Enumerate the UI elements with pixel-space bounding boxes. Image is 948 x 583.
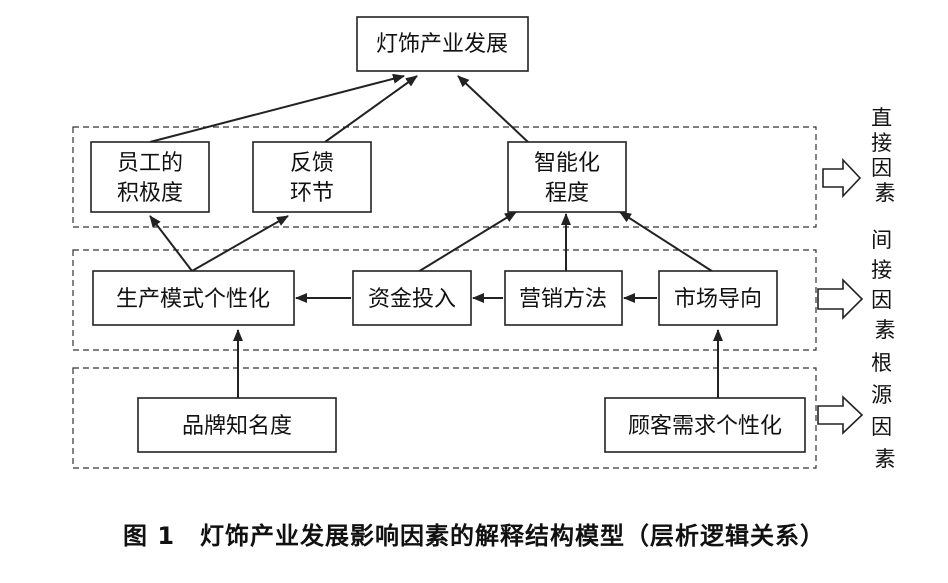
node-market-box — [658, 270, 778, 326]
tier-indirect-char: 间 — [871, 228, 892, 252]
tier-arrow-direct — [822, 157, 862, 199]
node-industry-box — [356, 16, 529, 72]
node-capital-box — [352, 270, 472, 326]
node-brand-label: 品牌知名度 — [182, 414, 292, 439]
node-industry-label: 灯饰产业发展 — [376, 32, 508, 57]
tier-frame-root — [72, 367, 817, 469]
node-staff-box — [90, 141, 210, 213]
node-staff-line1: 员工的 — [117, 151, 183, 176]
edge-personalize-staff — [149, 215, 193, 272]
edge-smart-industry — [457, 75, 529, 143]
edge-personalize-feedback — [191, 215, 289, 272]
edge-market-smart — [619, 211, 719, 276]
node-market-label: 市场导向 — [674, 287, 762, 312]
tier-label-indirect: 间 接 因 素 — [871, 228, 899, 342]
tier-root-char: 源 — [871, 383, 892, 407]
tier-label-root: 根 源 因 素 — [871, 351, 899, 471]
tier-direct-char: 直 — [871, 106, 892, 130]
node-capital-label: 资金投入 — [368, 287, 456, 312]
tier-indirect-char: 素 — [875, 318, 896, 342]
node-personalize-box — [92, 270, 295, 326]
node-staff-line2: 积极度 — [117, 181, 183, 206]
tier-root-char: 因 — [871, 415, 892, 439]
tier-indirect-char: 接 — [871, 258, 892, 282]
tier-direct-char: 接 — [871, 131, 892, 155]
ism-diagram: 灯饰产业发展 员工的 积极度 反馈 环节 智能化 程度 生产模式个性化 资金投入… — [72, 16, 899, 471]
node-feedback-box — [252, 141, 372, 213]
tier-indirect-char: 因 — [871, 288, 892, 312]
node-feedback-line1: 反馈 — [290, 151, 334, 176]
node-smart-line1: 智能化 — [534, 151, 600, 176]
node-brand-box — [137, 397, 337, 453]
node-smart-line2: 程度 — [545, 181, 589, 206]
node-smart-box — [507, 141, 627, 213]
edge-feedback-industry — [324, 75, 418, 143]
edge-capital-smart — [412, 211, 517, 276]
tier-arrow-indirect — [817, 278, 864, 320]
tier-root-char: 素 — [875, 447, 896, 471]
tier-frame-direct — [72, 126, 817, 228]
tier-arrow-root — [817, 395, 864, 435]
node-demand-box — [604, 397, 806, 453]
node-marketing-box — [504, 270, 623, 326]
node-feedback-line2: 环节 — [290, 181, 334, 206]
node-personalize-label: 生产模式个性化 — [116, 287, 270, 312]
tier-direct-char: 因 — [871, 156, 892, 180]
tier-root-char: 根 — [871, 351, 892, 375]
tier-label-direct: 直 接 因 素 — [871, 106, 899, 205]
edge-staff-industry — [149, 73, 405, 143]
node-marketing-label: 营销方法 — [519, 287, 607, 312]
tier-direct-char: 素 — [875, 181, 896, 205]
node-demand-label: 顾客需求个性化 — [628, 414, 782, 439]
tier-frame-indirect — [72, 249, 817, 351]
figure-caption: 图 1 灯饰产业发展影响因素的解释结构模型（层析逻辑关系） — [122, 522, 826, 550]
edges — [149, 73, 723, 398]
